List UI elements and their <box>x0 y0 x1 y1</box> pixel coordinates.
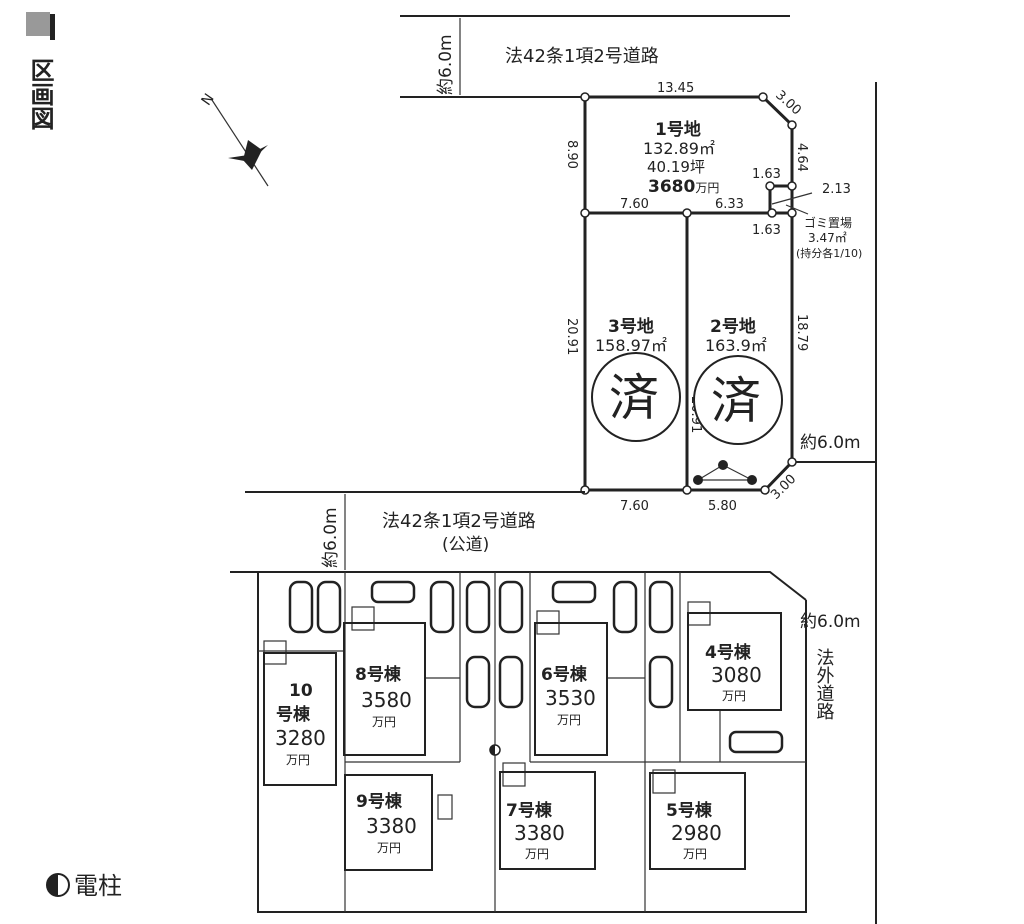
house-7[interactable]: 7号棟 3380 万円 <box>499 771 596 870</box>
house-price: 3530 <box>545 686 596 710</box>
garbage-label: ゴミ置場 <box>804 215 852 230</box>
dim-top: 13.45 <box>657 81 694 96</box>
dim-left-lower: 20.91 <box>564 318 579 355</box>
price-unit: 万円 <box>557 713 581 727</box>
house-name: 5号棟 <box>666 800 713 821</box>
lot-name: 2号地 <box>710 316 756 337</box>
middle-road-edge <box>230 571 807 601</box>
right-road-name: 法外道路 <box>814 648 835 720</box>
house-suffix: 号棟 <box>276 704 311 725</box>
house-price: 3280 <box>275 726 326 750</box>
house-price: 2980 <box>671 821 722 845</box>
lot-area-m2: 163.9㎡ <box>705 336 767 355</box>
house-price: 3580 <box>361 688 412 712</box>
sold-stamp <box>591 352 681 442</box>
dim-corner-top: 3.00 <box>772 88 804 119</box>
right-road-width-upper: 約6.0m <box>800 433 861 453</box>
lot-price: 3680 <box>648 177 695 197</box>
dim-garbage-side: 2.13 <box>822 182 851 197</box>
legend: 電柱 <box>46 872 122 900</box>
house-10[interactable]: 10 号棟 3280 万円 <box>263 652 337 786</box>
house-name: 9号棟 <box>356 791 403 812</box>
parking-cars <box>288 580 784 754</box>
title-marker <box>26 12 50 36</box>
price-unit: 万円 <box>722 689 746 703</box>
utility-pole-icon-fill <box>47 874 58 896</box>
svg-text:3680万円: 3680万円 <box>648 177 719 197</box>
house-name: 7号棟 <box>506 800 553 821</box>
garbage-area <box>768 184 794 215</box>
dim-bottom-right: 5.80 <box>708 499 737 514</box>
dim-garbage-bottom: 1.63 <box>752 223 781 238</box>
dim-right-lower: 18.79 <box>794 314 809 351</box>
garbage-area-value: 3.47㎡ <box>808 231 847 245</box>
lot-3-info[interactable]: 3号地 158.97㎡ 済 <box>591 316 681 442</box>
house-6[interactable]: 6号棟 3530 万円 <box>534 622 608 756</box>
price-unit: 万円 <box>525 847 549 861</box>
dim-left-upper: 8.90 <box>564 140 579 169</box>
lot-area-m2: 158.97㎡ <box>595 336 667 355</box>
lot-name: 1号地 <box>655 119 701 140</box>
middle-road-name: 法42条1項2号道路 <box>382 511 536 532</box>
house-price: 3380 <box>366 814 417 838</box>
boundary-markers <box>580 92 797 495</box>
utility-pole-icon-fill <box>490 745 495 755</box>
lot-1-info[interactable]: 1号地 132.89㎡ 40.19坪 3680万円 <box>643 119 719 197</box>
sold-stamp <box>693 355 783 445</box>
page-title: 区画図 <box>26 58 54 130</box>
dim-lot1-bottom-right: 6.33 <box>715 197 744 212</box>
north-compass-icon: N <box>199 91 269 187</box>
middle-road-width: 約6.0m <box>321 507 341 568</box>
compass-label: N <box>199 91 218 109</box>
house-price: 3080 <box>711 663 762 687</box>
top-road-name: 法42条1項2号道路 <box>505 46 659 67</box>
lot-area-tsubo: 40.19坪 <box>647 158 705 176</box>
lot-area-m2: 132.89㎡ <box>643 139 715 158</box>
house-4[interactable]: 4号棟 3080 万円 <box>687 612 782 711</box>
dim-right-upper: 4.64 <box>794 143 809 172</box>
dim-bottom-left: 7.60 <box>620 499 649 514</box>
sold-label: 済 <box>609 369 659 427</box>
lot-2-info[interactable]: 2号地 163.9㎡ 済 <box>693 316 783 445</box>
leader-line <box>785 204 809 215</box>
middle-road-note: (公道) <box>442 535 489 555</box>
house-5[interactable]: 5号棟 2980 万円 <box>649 772 746 870</box>
house-number: 10 <box>289 681 313 701</box>
dim-garbage-top: 1.63 <box>752 167 781 182</box>
lot-1-boundary <box>583 95 794 215</box>
dim-lot1-bottom-left: 7.60 <box>620 197 649 212</box>
lot-name: 3号地 <box>608 316 654 337</box>
leader-line <box>771 192 813 205</box>
price-unit: 万円 <box>695 181 719 195</box>
house-name: 4号棟 <box>705 642 752 663</box>
house-9[interactable]: 9号棟 3380 万円 <box>344 774 433 871</box>
utility-poles <box>693 460 757 485</box>
price-unit: 万円 <box>372 715 396 729</box>
entrance-markers <box>263 601 711 820</box>
right-road-width-lower: 約6.0m <box>800 612 861 632</box>
price-unit: 万円 <box>286 753 310 767</box>
title-marker-shadow <box>50 14 55 40</box>
price-unit: 万円 <box>683 847 707 861</box>
house-8[interactable]: 8号棟 3580 万円 <box>343 622 426 756</box>
garbage-share: (持分各1/10) <box>796 246 862 260</box>
house-name: 6号棟 <box>541 664 588 685</box>
top-road-width: 約6.0m <box>436 34 456 95</box>
legend-pole-label: 電柱 <box>74 872 122 900</box>
sold-label: 済 <box>711 372 761 430</box>
price-unit: 万円 <box>377 841 401 855</box>
house-price: 3380 <box>514 821 565 845</box>
dim-corner-bottom: 3.00 <box>768 472 799 503</box>
house-name: 8号棟 <box>355 664 402 685</box>
